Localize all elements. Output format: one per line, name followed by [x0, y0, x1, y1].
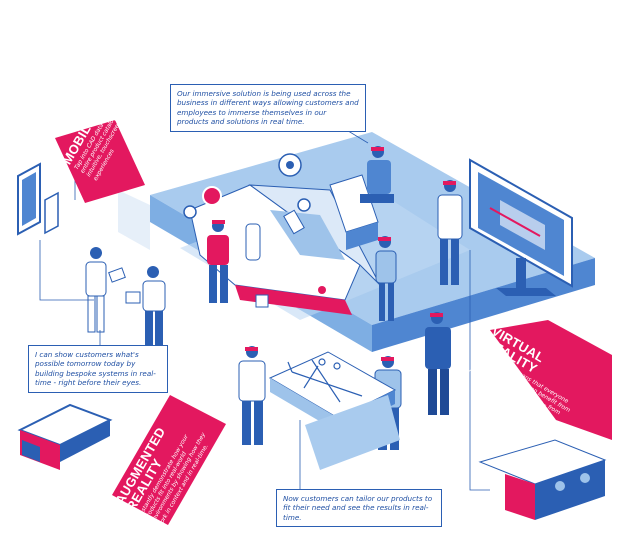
callout-bespoke-systems: I can show customers what's possible tom…	[28, 345, 168, 393]
banner-ar-bg	[112, 395, 226, 525]
floor-lower	[305, 395, 400, 470]
banner-mobile-bg	[55, 120, 145, 203]
callout-immersive-solution: Our immersive solution is being used acr…	[170, 84, 366, 132]
callout-tailor-products: Now customers can tailor our products to…	[276, 489, 442, 528]
people	[85, 146, 463, 450]
vr-console	[329, 174, 379, 250]
floor-light-strip	[118, 190, 150, 250]
mobile-devices	[17, 162, 59, 236]
vr-headset	[478, 439, 607, 520]
floating-ui-icons	[183, 153, 311, 308]
ar-glasses	[17, 403, 113, 470]
airplane-model	[287, 358, 363, 403]
vr-monitor	[469, 158, 573, 296]
banner-vr-bg	[490, 320, 612, 440]
